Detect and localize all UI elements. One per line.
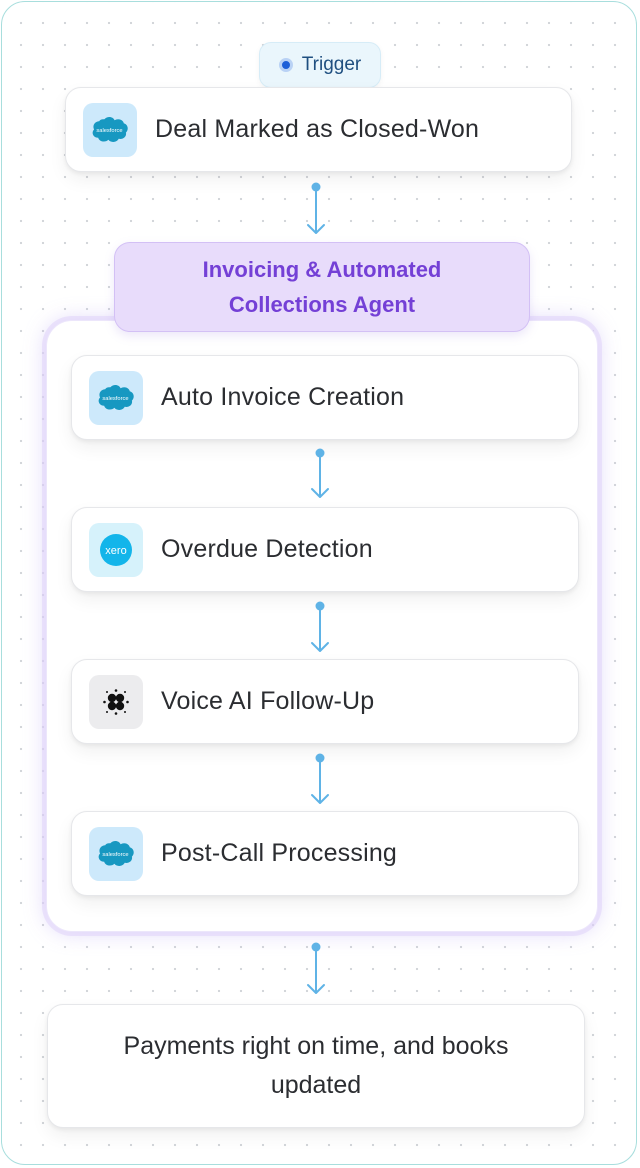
xero-icon: xero (89, 522, 143, 577)
trigger-card-label: Deal Marked as Closed-Won (155, 115, 480, 143)
step-card-voice-ai-follow-up[interactable]: Voice AI Follow-Up (71, 659, 579, 744)
salesforce-icon (89, 370, 143, 425)
salesforce-icon (89, 826, 143, 881)
trigger-badge: Trigger (259, 42, 381, 88)
step-card-auto-invoice-creation[interactable]: Auto Invoice Creation (71, 355, 579, 440)
trigger-card[interactable]: Deal Marked as Closed-Won (65, 87, 572, 172)
arrow-down-icon (311, 448, 329, 498)
step-label: Voice AI Follow-Up (161, 687, 375, 715)
voice-ai-icon (89, 674, 143, 729)
step-card-post-call-processing[interactable]: Post-Call Processing (71, 811, 579, 896)
outcome-line-1: Payments right on time, and books (123, 1032, 509, 1060)
arrow-down-icon (311, 753, 329, 804)
step-label: Auto Invoice Creation (161, 383, 405, 411)
agent-title-line-1: Invoicing & Automated (202, 257, 442, 282)
trigger-badge-label: Trigger (301, 54, 362, 75)
arrow-down-icon (307, 942, 325, 994)
step-card-overdue-detection[interactable]: xero Overdue Detection (71, 507, 579, 592)
step-label: Post-Call Processing (161, 839, 398, 867)
agent-title-line-2: Collections Agent (228, 292, 416, 317)
agent-title: Invoicing & Automated Collections Agent (114, 242, 530, 332)
arrow-down-icon (311, 601, 329, 652)
trigger-dot-icon (278, 58, 293, 72)
arrow-down-icon (307, 182, 325, 234)
step-label: Overdue Detection (161, 535, 373, 563)
salesforce-icon (83, 102, 137, 157)
xero-logo-text: xero (105, 545, 126, 557)
outcome-card: Payments right on time, and books update… (47, 1004, 585, 1128)
outcome-line-2: updated (270, 1071, 362, 1099)
